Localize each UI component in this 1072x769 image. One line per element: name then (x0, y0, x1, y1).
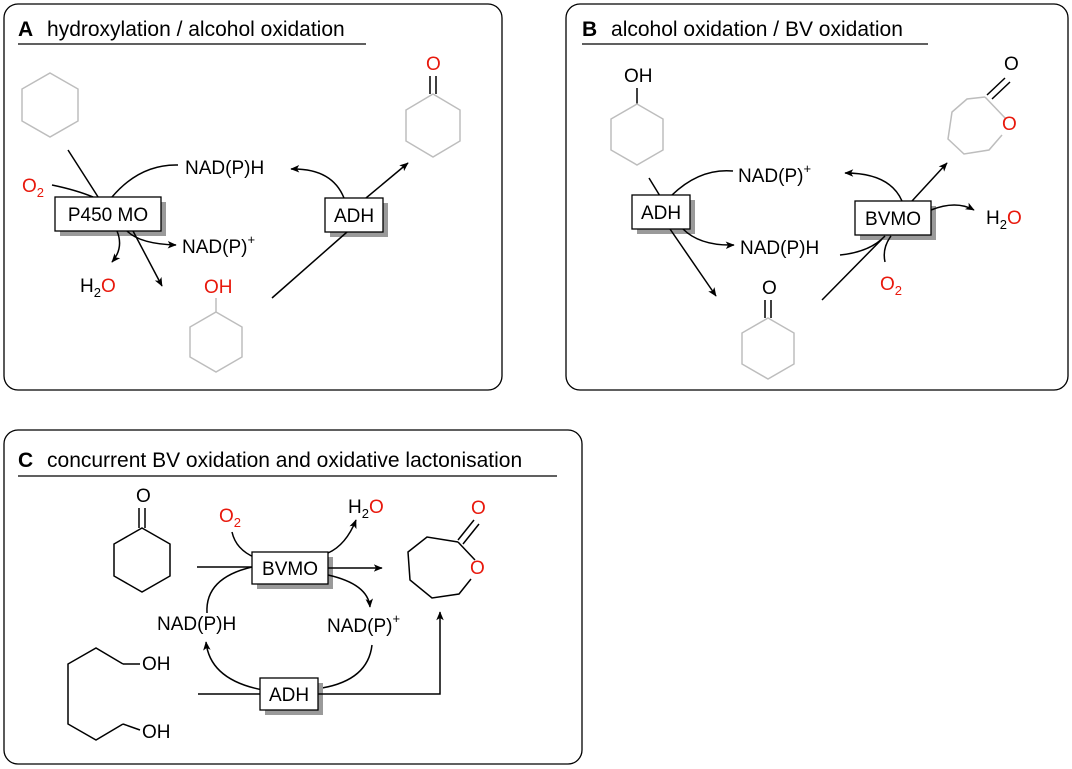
panel-c-lactone-carbonyl-o-label: O (471, 498, 486, 519)
h2o-release-arrow-b (930, 202, 975, 211)
caprolactone-ring-c (407, 536, 472, 599)
panel-a-ketone-o-label: O (426, 54, 441, 75)
bvmo-enzyme-box-b (854, 200, 932, 236)
panel-b-ketone-o-label: O (762, 278, 777, 299)
hexanediol-molecule (67, 647, 124, 741)
panel-b-title: alcohol oxidation / BV oxidation (611, 18, 903, 41)
panel-c-title: concurrent BV oxidation and oxidative la… (47, 449, 522, 472)
panel-a-oh-label: OH (204, 277, 233, 298)
panel-c: C concurrent BV oxidation and oxidative … (3, 429, 583, 765)
panel-b-nadph-label: NAD(P)H (740, 238, 819, 259)
panel-b-letter: B (582, 18, 597, 41)
lactone-formation-arrow-b (911, 162, 948, 202)
p450-mo-enzyme-box (54, 196, 162, 232)
nadph-regeneration-arrow-c (203, 641, 264, 691)
h2o-release-arrow-c (327, 519, 357, 554)
cyclohexanone-molecule-a (405, 93, 461, 158)
nadph-consumed-curve-b (839, 235, 886, 256)
panel-c-heading: C concurrent BV oxidation and oxidative … (18, 449, 522, 472)
adh-to-lactone-arrow (318, 611, 444, 695)
lactone-carbonyl-bond-b-1 (986, 77, 1006, 96)
cyclohexanol-formation-arrow (132, 230, 163, 287)
h2o-release-arrow (111, 230, 121, 263)
nadph-regeneration-arrow (290, 165, 345, 199)
nadp-consumed-curve (671, 169, 734, 196)
lactone-ring-b-segment-1 (984, 96, 1007, 120)
nadp-regeneration-arrow (844, 169, 903, 202)
o2-input-curve-b (883, 235, 892, 263)
nadph-consumed-curve (111, 164, 179, 198)
adh-label-b: ADH (641, 203, 681, 224)
cyclohexanol-to-adh-line (271, 231, 348, 299)
cyclohexanol-to-adh-line (648, 177, 661, 197)
substrate-input-line (67, 149, 101, 201)
bvmo-label-b: BVMO (865, 209, 921, 230)
lactone-carbonyl-bond-b-2 (991, 81, 1011, 100)
panel-b-nadp-label: NAD(P)+ (738, 161, 811, 187)
panel-b-oh-label: OH (624, 66, 653, 87)
p450-mo-label: P450 MO (68, 205, 148, 226)
panel-a-heading: A hydroxylation / alcohol oxidation (18, 18, 345, 41)
cyclohexanone-molecule-b (741, 317, 795, 380)
cyclohexanol-molecule (189, 311, 243, 373)
cyclohexanone-formation-arrow-b (669, 228, 717, 297)
panel-a-nadph-label: NAD(P)H (185, 158, 264, 179)
cyclohexanone-to-bvmo-line (821, 232, 889, 301)
adh-enzyme-box-b (631, 194, 691, 230)
panel-c-h2o-label: H2O (348, 497, 384, 521)
cyclohexanone-molecule-c (113, 527, 171, 593)
nadph-release-arrow (682, 228, 735, 249)
bvmo-label-c: BVMO (262, 559, 318, 580)
panel-c-letter: C (18, 449, 33, 472)
panel-b-lactone-carbonyl-o-label: O (1004, 54, 1019, 75)
panel-c-ketone-o-label: O (136, 486, 151, 507)
panel-a-nadp-label: NAD(P)+ (182, 232, 255, 258)
cyclohexanone-formation-arrow (365, 162, 409, 199)
panel-a: A hydroxylation / alcohol oxidation O2 P… (3, 3, 503, 391)
lactone-carbonyl-bond-c-2 (462, 523, 480, 545)
panel-a-title: hydroxylation / alcohol oxidation (47, 18, 345, 41)
o2-input-curve (51, 184, 94, 198)
panel-c-o2-label: O2 (219, 506, 241, 530)
adh-label-c: ADH (269, 685, 309, 706)
diol-oh-bond-bottom (122, 723, 141, 731)
cyclohexane-molecule (21, 72, 79, 138)
panel-c-lactone-ring-o-label: O (470, 558, 485, 579)
lactone-ring-c-segment-1 (457, 541, 476, 561)
panel-b: B alcohol oxidation / BV oxidation OH AD… (565, 3, 1069, 391)
bvmo-enzyme-box-c (251, 551, 329, 585)
panel-c-border (3, 429, 583, 765)
panel-a-letter: A (18, 18, 33, 41)
panel-c-oh-bottom-label: OH (142, 722, 171, 743)
nadph-consumed-curve-c (206, 566, 253, 614)
panel-a-border (3, 3, 503, 391)
panel-b-h2o-label: H2O (986, 208, 1022, 232)
panel-a-o2-label: O2 (22, 176, 44, 200)
panel-c-nadph-label: NAD(P)H (157, 614, 236, 635)
panel-c-nadp-label: NAD(P)+ (327, 611, 400, 637)
nadp-consumed-curve-c (321, 644, 373, 689)
cyclohexanol-molecule-b (610, 103, 664, 166)
panel-b-lactone-ring-o-label: O (1002, 114, 1017, 135)
nadp-release-arrow-c (327, 574, 374, 608)
nadp-release-arrow (126, 230, 177, 249)
adh-label-a: ADH (334, 206, 374, 227)
panel-b-heading: B alcohol oxidation / BV oxidation (582, 18, 903, 41)
panel-c-oh-top-label: OH (142, 654, 171, 675)
lactone-carbonyl-bond-c-1 (457, 519, 475, 541)
caprolactone-ring-b (947, 96, 1003, 155)
panel-b-o2-label: O2 (880, 274, 902, 298)
panel-b-border (565, 3, 1069, 391)
adh-enzyme-box-a (324, 197, 384, 233)
panel-a-h2o-label: H2O (80, 276, 116, 300)
